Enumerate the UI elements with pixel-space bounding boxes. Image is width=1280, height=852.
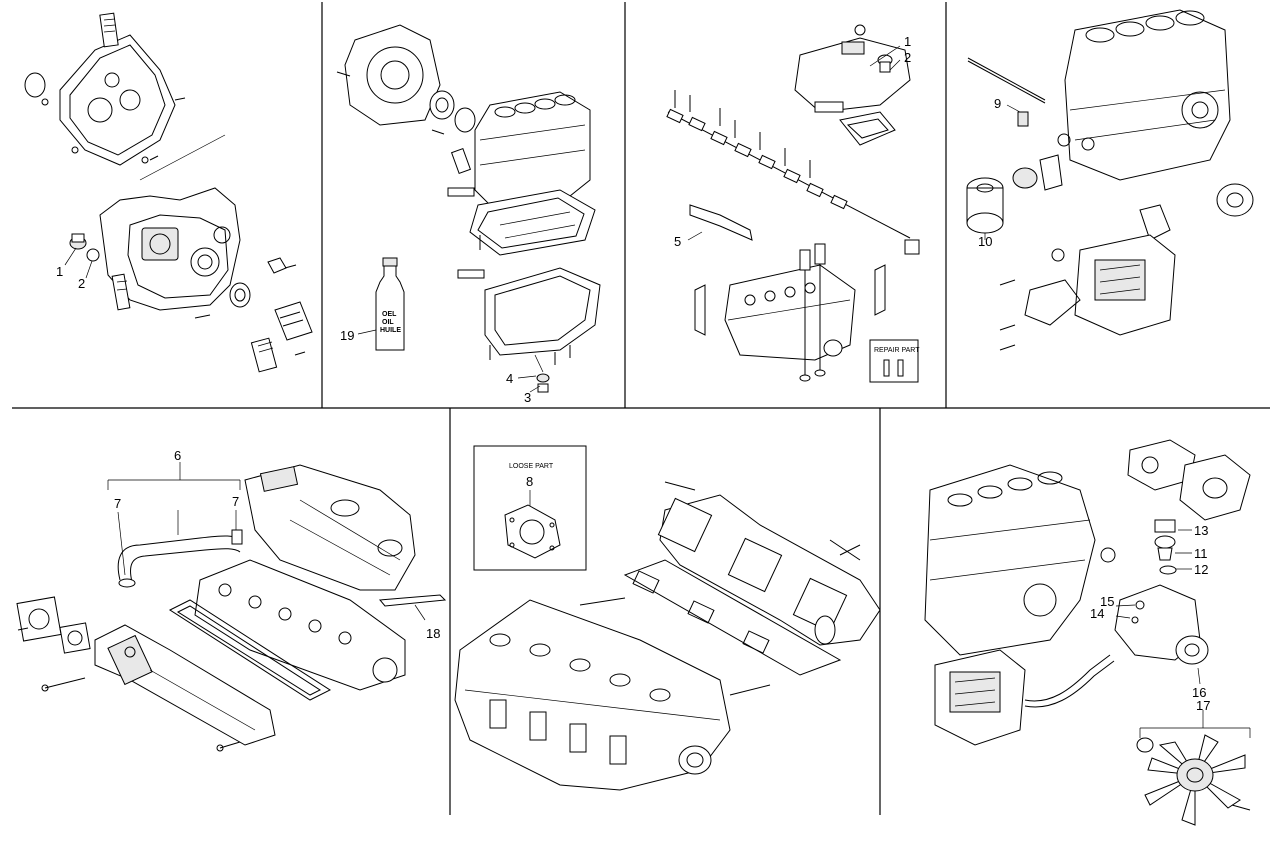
rocker-arms xyxy=(666,108,848,210)
callout-2-gear-case: 2 xyxy=(78,276,85,291)
callout-18-breather-pipe: 18 xyxy=(426,626,440,641)
callout-13-thermostat-cover: 13 xyxy=(1194,523,1208,538)
callout-7-hose-clamp-left: 7 xyxy=(114,496,121,511)
bottle-label-line1: OEL xyxy=(382,311,397,318)
panel-exhaust: LOOSE PART 8 xyxy=(454,445,881,791)
callout-9-pressure-switch: 9 xyxy=(994,96,1001,111)
callout-15-bypass-hose: 15 xyxy=(1100,594,1114,609)
callout-8-loose-gasket: 8 xyxy=(526,474,533,489)
bottle-label-line3: HUILE xyxy=(380,327,401,334)
callout-17-cooling-fan: 17 xyxy=(1196,698,1210,713)
bottle-label-line2: OIL xyxy=(382,319,394,326)
loose-part-label: LOOSE PART xyxy=(509,463,554,470)
callout-16-water-pump: 16 xyxy=(1192,685,1206,700)
panel-intake-breather: 6 7 7 18 xyxy=(16,448,447,752)
panel-engine-block: OEL OIL HUILE 19 4 3 xyxy=(336,24,601,405)
valve-springs xyxy=(799,243,826,382)
fan-blades xyxy=(1144,734,1246,826)
callout-6-breather-kit: 6 xyxy=(174,448,181,463)
repair-part-label: REPAIR PART xyxy=(874,347,920,354)
panel-block-pump: 9 10 xyxy=(966,9,1254,351)
callout-1-oil-cap: 1 xyxy=(904,34,911,49)
callout-10-oil-filter: 10 xyxy=(978,234,992,249)
callout-11-thermostat: 11 xyxy=(1194,546,1208,561)
callout-14-clamp: 14 xyxy=(1090,606,1104,621)
callout-2-cap-seal: 2 xyxy=(904,50,911,65)
callout-5-gasket: 5 xyxy=(674,234,681,249)
callout-4-drain-washer: 4 xyxy=(506,371,513,386)
callout-19-oil-bottle: 19 xyxy=(340,328,354,343)
callout-7-hose-clamp-right: 7 xyxy=(232,494,239,509)
callout-1-gear-case: 1 xyxy=(56,264,63,279)
panel-gear-case: 1 2 xyxy=(24,12,313,373)
callout-3-drain-plug: 3 xyxy=(524,390,531,405)
callout-12-thermostat-gasket: 12 xyxy=(1194,562,1208,577)
panel-cooling: 13 11 12 16 15 14 17 xyxy=(924,439,1251,826)
panel-dividers xyxy=(12,2,1270,815)
panel-cylinder-head: 1 2 5 xyxy=(666,24,920,383)
